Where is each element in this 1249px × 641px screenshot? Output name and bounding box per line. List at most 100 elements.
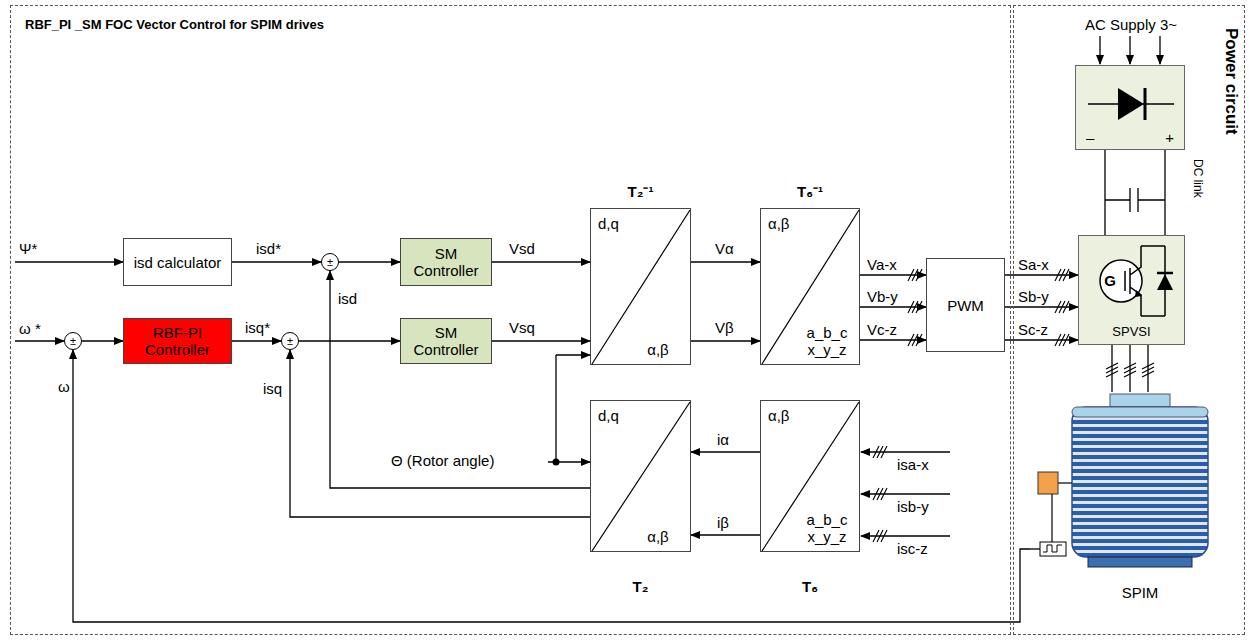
signal-connector (232, 340, 281, 341)
frame-label: α,β (632, 528, 684, 545)
diode-bar (1157, 272, 1173, 275)
block-name: T₆ (761, 578, 859, 595)
signal-label: Vα (714, 240, 735, 257)
supply-wire (1159, 36, 1160, 64)
signal-connector (1111, 345, 1112, 392)
transform-block: T₆α,βa_b_c x_y_z (760, 400, 860, 552)
signal-connector (860, 274, 926, 275)
signal-connector (860, 306, 926, 307)
sum-sign: ± (287, 336, 293, 347)
signal-label: isd* (255, 240, 282, 257)
signal-label: Va-x (866, 256, 898, 273)
encoder-shaft (1058, 482, 1072, 484)
polarity-sign: – (1086, 129, 1094, 146)
signal-label: Vβ (714, 319, 735, 336)
box-label: isd calculator (134, 254, 222, 271)
frame-label: a_b_c x_y_z (801, 511, 853, 545)
frame-label: d,q (598, 215, 619, 232)
emitter-arrow (1135, 290, 1142, 297)
igbt-symbol (1100, 260, 1142, 302)
process-box: RBF-PI Controller (123, 318, 232, 364)
signal-connector (691, 451, 760, 452)
frame-label: α,β (768, 407, 789, 424)
diagonal-line (592, 210, 690, 364)
pulse-box (1040, 542, 1066, 556)
signal-label: DC link (1189, 158, 1206, 199)
signal-connector (691, 340, 760, 341)
end-cap (1072, 407, 1208, 417)
diode-symbol (1118, 88, 1144, 120)
signal-label: Vsd (508, 240, 536, 257)
supply-wire (1099, 36, 1100, 64)
signal-label: isa-x (896, 456, 930, 473)
box-label: PWM (947, 297, 984, 314)
inverter-label: SPVSI (1079, 323, 1184, 340)
signal-connector (73, 350, 1030, 622)
signal-connector (299, 340, 400, 341)
signal-label: iβ (716, 514, 730, 531)
bus-slash (881, 530, 887, 542)
signal-connector (860, 339, 926, 340)
signal-label: isq* (244, 319, 271, 336)
signal-label: Ψ* (18, 240, 38, 257)
signal-connector (1104, 150, 1105, 235)
box-label: SM Controller (409, 324, 483, 358)
signal-connector (1129, 345, 1130, 392)
summing-junction: ± (281, 332, 299, 350)
signal-connector (691, 534, 760, 535)
encoder (1038, 472, 1058, 494)
process-box: SM Controller (400, 238, 492, 286)
summing-junction: ± (64, 332, 82, 350)
polarity-sign: + (1165, 129, 1174, 146)
node-illustration (1030, 392, 1215, 612)
frame-label: α,β (768, 215, 789, 232)
frame-label: d,q (598, 407, 619, 424)
transform-block: T₂⁻¹d,qα,β (590, 208, 691, 365)
speed-ref-wire (15, 340, 64, 341)
diode-bar (1144, 88, 1147, 120)
current-wire (861, 451, 950, 452)
process-box: isd calculator (123, 238, 232, 286)
signal-label: Vb-y (866, 288, 899, 305)
block-name: T₂⁻¹ (591, 183, 690, 200)
region-frame: Power circuitAC Supply 3~–+SPVSISPIM (1013, 5, 1245, 635)
gate-label: G (1103, 272, 1117, 289)
bus-slash (881, 446, 887, 458)
signal-label: iα (716, 431, 730, 448)
inverter-box: SPVSI (1078, 235, 1185, 345)
current-wire (861, 493, 950, 494)
signal-connector (1147, 345, 1148, 392)
signal-connector (339, 261, 400, 262)
signal-connector (492, 340, 590, 341)
signal-connector (691, 261, 760, 262)
signal-label: Vc-z (866, 321, 898, 338)
frame-label: a_b_c x_y_z (801, 324, 853, 358)
flux-ref-wire (15, 261, 123, 262)
box-label: SM Controller (409, 245, 483, 279)
signal-connector (82, 340, 123, 341)
signal-label: Sa-x (1017, 256, 1050, 273)
signal-label: isb-y (896, 498, 930, 515)
process-box: SM Controller (400, 318, 492, 364)
angle-wire (556, 354, 590, 355)
encoder-wire (1051, 494, 1052, 542)
signal-connector (1164, 150, 1165, 235)
process-box: PWM (926, 258, 1005, 352)
signal-connector (330, 271, 590, 488)
motor-base (1088, 557, 1192, 567)
bus-slash (881, 488, 887, 500)
pulse-wave (1043, 545, 1062, 552)
signal-label: ω * (18, 320, 42, 337)
motor-label: SPIM (1070, 584, 1210, 601)
diagonal-line (592, 402, 690, 551)
signal-label: Θ (Rotor angle) (390, 452, 495, 469)
signal-connector (492, 261, 590, 262)
sum-sign: ± (327, 257, 333, 268)
region-title: Power circuit (1223, 28, 1240, 135)
block-name: T₆⁻¹ (761, 183, 859, 200)
capacitor-symbol (1105, 188, 1165, 212)
signal-label: ω (57, 378, 71, 395)
signal-connector (290, 350, 590, 517)
signal-connector (1005, 274, 1078, 275)
diode-symbol (1157, 274, 1173, 290)
